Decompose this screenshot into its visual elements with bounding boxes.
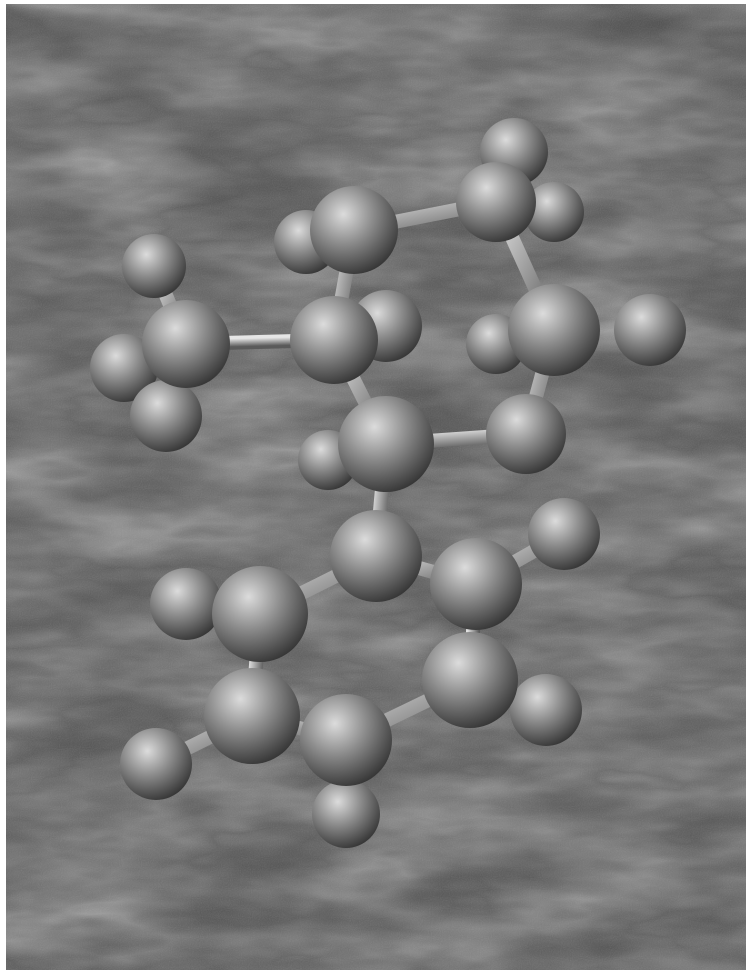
carbon-atom	[310, 186, 398, 274]
carbon-atom	[338, 396, 434, 492]
carbon-atom	[290, 296, 378, 384]
hydrogen-atom	[528, 498, 600, 570]
carbon-atom	[430, 538, 522, 630]
hydrogen-atom	[150, 568, 222, 640]
carbon-atom	[204, 668, 300, 764]
hydrogen-atom	[614, 294, 686, 366]
carbon-atom	[422, 632, 518, 728]
carbon-atom	[212, 566, 308, 662]
atom-layer	[90, 118, 686, 848]
hydrogen-atom	[312, 780, 380, 848]
carbon-atom	[486, 394, 566, 474]
hydrogen-atom	[510, 674, 582, 746]
carbon-atom	[300, 694, 392, 786]
carbon-atom	[508, 284, 600, 376]
hydrogen-atom	[130, 380, 202, 452]
hydrogen-atom	[120, 728, 192, 800]
hydrogen-atom	[524, 182, 584, 242]
hydrogen-atom	[90, 334, 158, 402]
hydrogen-atom	[122, 234, 186, 298]
carbon-atom	[142, 300, 230, 388]
molecule-photo	[6, 4, 746, 970]
molecule-scene	[6, 4, 746, 970]
carbon-atom	[456, 162, 536, 242]
carbon-atom	[330, 510, 422, 602]
